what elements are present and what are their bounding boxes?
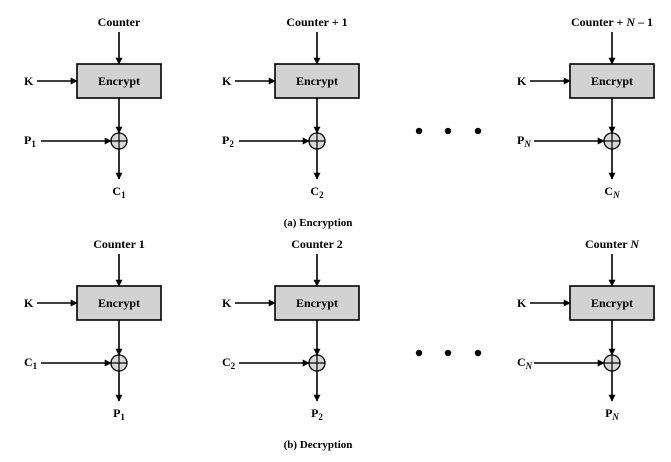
output-label: CN — [604, 184, 620, 200]
encryption-caption: (a) Encryption — [284, 217, 353, 229]
key-label: K — [517, 74, 527, 88]
output-label: P2 — [311, 406, 323, 422]
encrypt-box-label: Encrypt — [296, 74, 338, 88]
encrypt-box — [274, 63, 360, 99]
key-label: K — [24, 296, 34, 310]
xor-input-label: C2 — [222, 355, 236, 371]
key-label: K — [222, 74, 232, 88]
encrypt-box-label: Encrypt — [98, 296, 140, 310]
xor-input-label: C1 — [24, 355, 38, 371]
key-label: K — [222, 296, 232, 310]
ellipsis-dot — [415, 127, 423, 135]
counter-label: Counter N — [585, 237, 640, 251]
key-label: K — [24, 74, 34, 88]
xor-input-label: P2 — [222, 133, 234, 149]
xor-input-label: CN — [517, 355, 533, 371]
output-label: C1 — [112, 184, 126, 200]
encrypt-box — [76, 285, 162, 321]
xor-input-label: PN — [517, 133, 531, 149]
ellipsis-dot — [474, 127, 482, 135]
counter-label: Counter + 1 — [286, 15, 347, 29]
encryption-ellipsis — [415, 127, 482, 135]
encrypt-box-label: Encrypt — [98, 74, 140, 88]
counter-label: Counter + N – 1 — [571, 15, 653, 29]
counter-label: Counter 2 — [291, 237, 342, 251]
encrypt-box-label: Encrypt — [591, 74, 633, 88]
ellipsis-dot — [474, 349, 482, 357]
ellipsis-dot — [415, 349, 423, 357]
encrypt-box-label: Encrypt — [591, 296, 633, 310]
ellipsis-dot — [444, 127, 452, 135]
key-label: K — [517, 296, 527, 310]
xor-input-label: P1 — [24, 133, 36, 149]
output-label: C2 — [310, 184, 324, 200]
encrypt-box — [274, 285, 360, 321]
encrypt-box-label: Encrypt — [296, 296, 338, 310]
encrypt-box — [569, 63, 655, 99]
decryption-caption: (b) Decryption — [284, 439, 353, 451]
decryption-ellipsis — [415, 349, 482, 357]
counter-label: Counter 1 — [93, 237, 144, 251]
encryption-stage-3: Counter + N – 1 Encrypt K PN CN — [517, 15, 655, 200]
ellipsis-dot — [444, 349, 452, 357]
output-label: P1 — [113, 406, 125, 422]
counter-label: Counter — [98, 15, 141, 29]
decryption-stage-3: Counter N Encrypt K CN PN — [517, 237, 655, 422]
output-label: PN — [605, 406, 619, 422]
